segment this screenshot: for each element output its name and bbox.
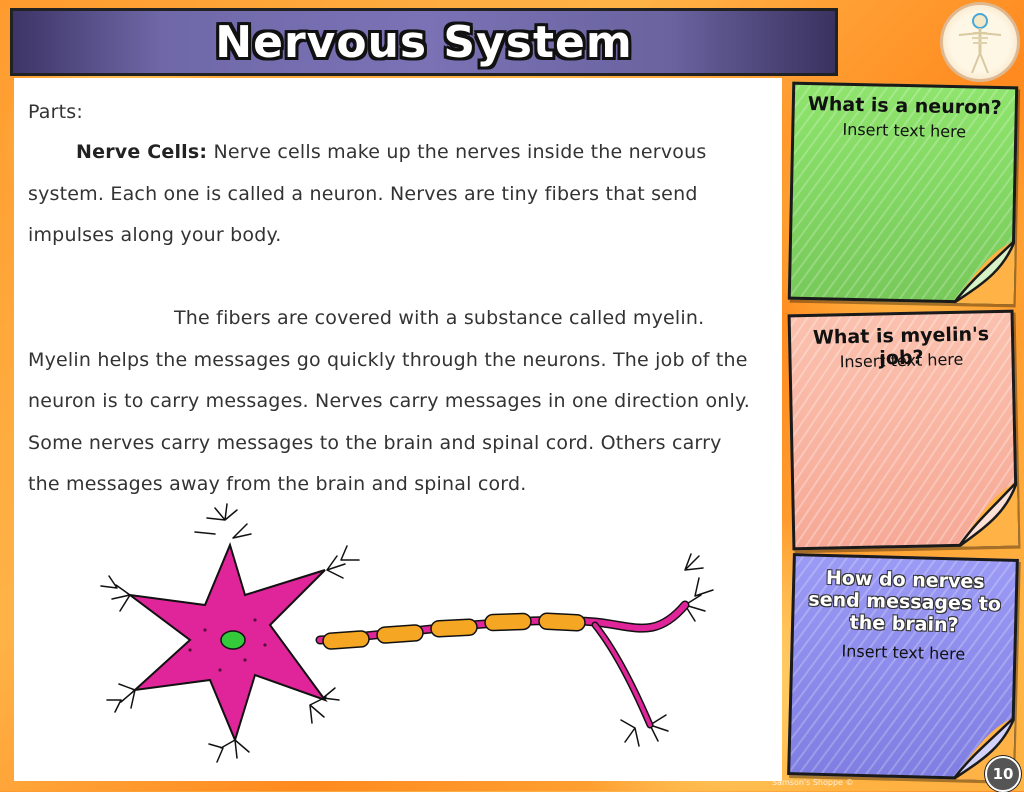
parts-label: Parts: <box>28 101 84 123</box>
text-panel: Parts: Nerve Cells: Nerve cells make up … <box>14 78 782 781</box>
page-title: Nervous System <box>215 16 633 68</box>
sticky-note-myelin: What is myelin's job? Insert text here <box>787 309 1019 551</box>
note-answer-field[interactable]: Insert text here <box>839 349 964 372</box>
page-curl-icon <box>957 480 1019 548</box>
note-answer-field[interactable]: Insert text here <box>841 641 966 664</box>
page-curl-icon <box>952 239 1016 305</box>
note-question: How do nerves send messages to the brain… <box>808 566 1002 637</box>
paragraph-myelin: The fibers are covered with a substance … <box>28 307 750 495</box>
neuron-illustration <box>100 503 714 763</box>
note-question: What is a neuron? <box>807 92 1002 120</box>
title-banner: Nervous System <box>10 8 838 76</box>
skeleton-badge-icon <box>940 2 1020 82</box>
note-answer-field[interactable]: Insert text here <box>842 119 967 142</box>
sticky-note-neuron: What is a neuron? Insert text here <box>787 81 1019 305</box>
sticky-note-nerves: How do nerves send messages to the brain… <box>787 553 1019 781</box>
page-number-badge: 10 <box>985 756 1021 792</box>
credit-text: Samson's Shoppe © <box>772 778 854 787</box>
nerve-cells-term: Nerve Cells: <box>76 141 208 163</box>
paragraph-nerve-cells: Nerve Cells: Nerve cells make up the ner… <box>28 132 773 257</box>
nerve-cells-text: Nerve cells make up the nerves inside th… <box>28 141 707 246</box>
